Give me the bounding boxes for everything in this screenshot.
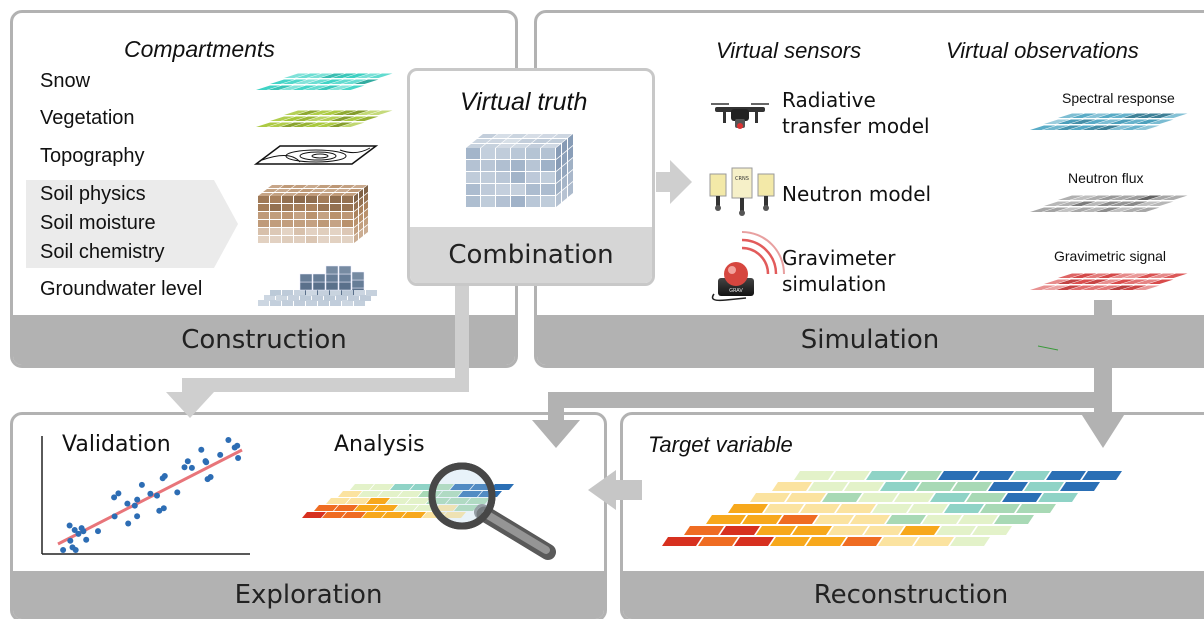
reconstruction-label: Reconstruction	[623, 571, 1204, 619]
sensor-radiative-line2: transfer model	[782, 114, 930, 138]
scatter-point	[71, 527, 78, 533]
gravimeter-icon: GRAV	[711, 231, 785, 302]
scatter-point	[69, 544, 76, 551]
scatter-point	[161, 473, 168, 479]
simulation-panel: Simulation	[534, 10, 1204, 368]
compartment-soil-physics: Soil physics	[40, 183, 146, 205]
compartments-title: Compartments	[124, 36, 275, 62]
scatter-point	[198, 446, 205, 453]
observation-gravimetric: Gravimetric signal	[1054, 248, 1167, 264]
snow-layer-icon	[256, 73, 393, 90]
arrow-simulation-stem	[1094, 300, 1112, 412]
scatter-point	[138, 481, 145, 488]
arrow-to-reconstruction	[1080, 412, 1126, 448]
arrow-combination-stem	[455, 286, 469, 392]
scatter-point	[204, 476, 211, 483]
arrow-to-exploration-left	[166, 392, 214, 418]
scatter-point	[181, 464, 188, 471]
drone-icon	[711, 103, 769, 129]
scatter-point	[115, 490, 122, 497]
topography-layer-icon	[253, 145, 379, 165]
analysis-title: Analysis	[334, 432, 425, 457]
scatter-point	[111, 494, 118, 501]
scatter-point	[60, 547, 67, 553]
scatter-point	[156, 507, 163, 514]
arrow-to-exploration-right	[532, 420, 580, 448]
regression-line	[57, 448, 243, 546]
target-variable-title: Target variable	[648, 432, 793, 457]
virtual-sensors-title: Virtual sensors	[716, 38, 862, 63]
observation-spectral: Spectral response	[1062, 90, 1175, 106]
virtual-observations-title: Virtual observations	[946, 38, 1139, 63]
validation-scatter-plot	[41, 436, 250, 555]
scatter-point	[66, 522, 73, 529]
construction-label: Construction	[13, 315, 515, 365]
arrow-to-simulation	[656, 160, 692, 204]
compartment-soil-chemistry: Soil chemistry	[40, 241, 165, 263]
soil-layer-icon	[258, 185, 368, 243]
compartment-groundwater: Groundwater level	[40, 278, 203, 300]
vegetation-layer-icon	[256, 110, 393, 127]
scatter-point	[124, 500, 131, 507]
flow-arrows	[166, 160, 1126, 510]
scatter-point	[134, 513, 141, 520]
scatter-point	[75, 530, 82, 537]
arrow-reconstruction-to-exploration	[588, 470, 642, 510]
simulation-label: Simulation	[537, 315, 1204, 365]
scatter-point	[225, 437, 232, 443]
scatter-point	[202, 458, 209, 465]
combination-box: Combination	[407, 68, 655, 286]
scatter-point	[188, 464, 195, 471]
compartment-vegetation: Vegetation	[40, 107, 135, 129]
magnifier-icon	[428, 462, 556, 560]
scatter-point	[125, 520, 132, 527]
scatter-point	[78, 525, 85, 532]
arrow-simulation-branch	[548, 392, 1108, 408]
scatter-point	[174, 489, 181, 496]
sensor-neutron: Neutron model	[782, 182, 932, 206]
groundwater-layer-icon	[258, 265, 377, 306]
exploration-label: Exploration	[13, 571, 604, 619]
scatter-point	[134, 496, 141, 503]
scatter-point	[67, 537, 74, 544]
scatter-point	[235, 455, 242, 461]
scatter-point	[160, 505, 167, 512]
scatter-point	[184, 458, 191, 465]
sensor-radiative-line1: Radiative	[782, 88, 876, 112]
soil-group-backdrop	[26, 180, 238, 268]
compartment-topography: Topography	[40, 145, 145, 167]
crns-probe-icon: CRNS	[709, 167, 775, 216]
compartment-snow: Snow	[40, 70, 91, 92]
scatter-point	[147, 490, 154, 497]
validation-title: Validation	[62, 432, 171, 457]
combination-label: Combination	[410, 227, 652, 283]
scatter-point	[131, 502, 138, 509]
scatter-point	[95, 528, 101, 535]
arrow-combination-elbow	[182, 378, 469, 392]
compartment-soil-moisture: Soil moisture	[40, 212, 156, 234]
svg-text:CRNS: CRNS	[735, 176, 749, 182]
scatter-point	[234, 442, 241, 449]
sensor-gravimeter-line1: Gravimeter	[782, 246, 896, 270]
sensor-gravimeter-line2: simulation	[782, 272, 887, 296]
scatter-point	[111, 513, 118, 520]
virtual-truth-title: Virtual truth	[460, 88, 588, 116]
scatter-point	[154, 492, 160, 499]
scatter-point	[217, 451, 224, 458]
scatter-point	[83, 536, 90, 543]
svg-text:GRAV: GRAV	[729, 288, 743, 294]
observation-neutron: Neutron flux	[1068, 170, 1144, 186]
